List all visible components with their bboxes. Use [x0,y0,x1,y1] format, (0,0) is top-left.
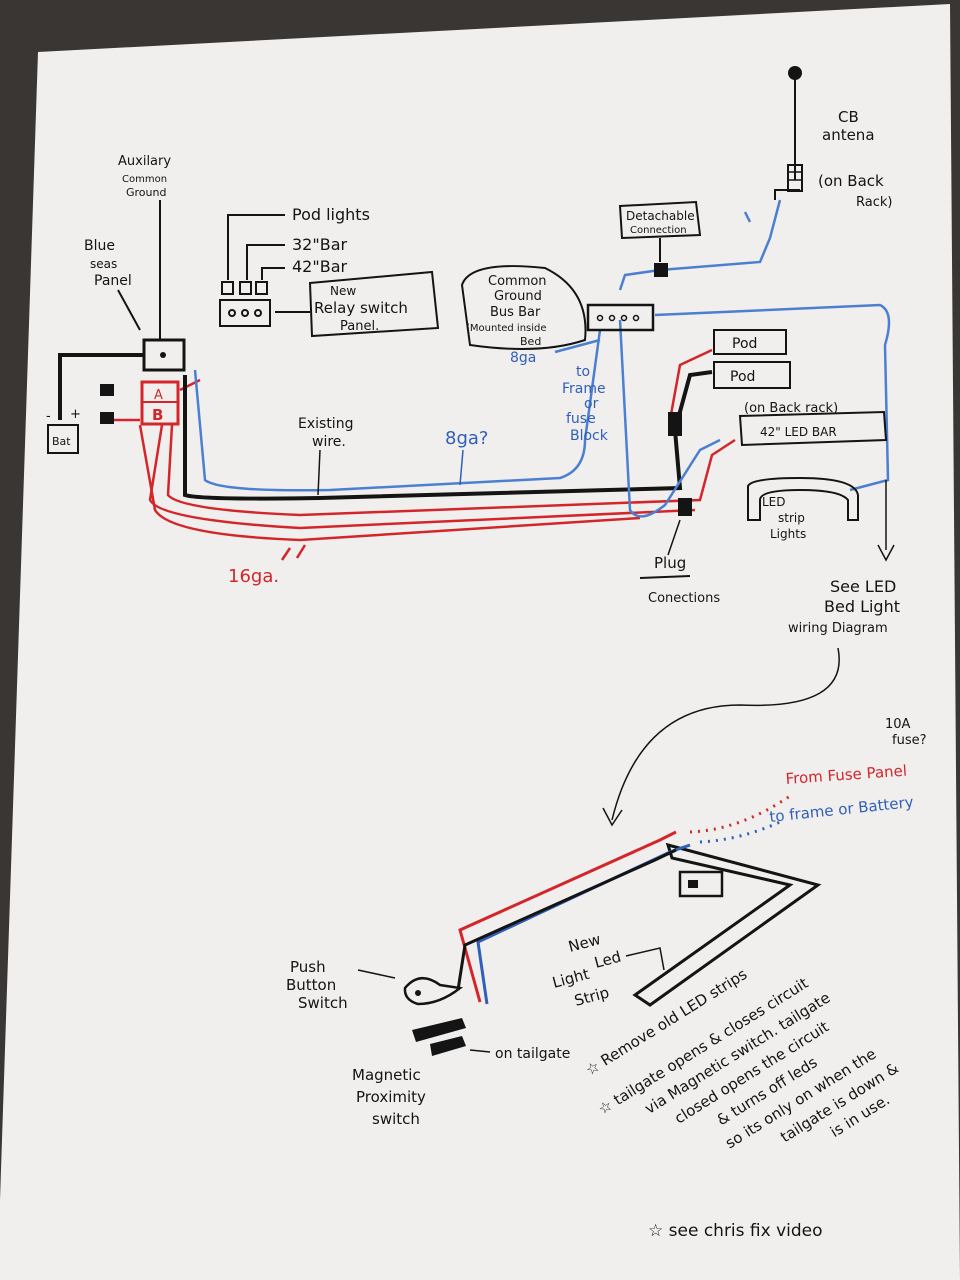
svg-text:Switch: Switch [298,994,348,1012]
svg-text:Frame: Frame [562,381,606,397]
svg-text:(Mounted inside: (Mounted inside [466,323,547,334]
svg-text:Bed Light: Bed Light [824,597,900,616]
cb-antenna-label: CB antena (on Back Rack) [818,108,892,210]
svg-text:switch: switch [372,1110,420,1128]
terminal-lower [100,412,114,424]
gauge-16ga-label: 16ga. [228,566,279,587]
existing-wire-label-2: wire. [312,434,346,450]
push-button-switch [403,977,464,1006]
red-wires [100,348,736,561]
svg-text:Proximity: Proximity [356,1088,426,1106]
detachable-connector [654,263,668,277]
battery-box [47,424,79,454]
relay-switches [219,214,310,327]
relay-panel-outline [308,270,440,338]
auxiliary-ground-label: Auxilary Common Ground [118,154,171,199]
existing-wire-label: Existing [298,416,353,432]
blue-wires [193,199,891,518]
fuse-note-2: fuse? [892,733,927,748]
svg-text:Rack): Rack) [856,195,892,210]
svg-text:antena: antena [822,126,875,144]
led-bar-outline [738,410,888,447]
bar-42-label: 42"Bar [292,257,348,276]
svg-text:Bed: Bed [520,335,541,348]
connections-label: Conections [648,591,720,606]
led-bar-label: 42" LED BAR [760,425,837,439]
paper-sheet [0,4,960,1280]
svg-text:CB: CB [838,108,859,126]
svg-text:to: to [576,364,590,380]
black-wires [58,353,713,501]
blue-seas-panel-box [142,338,186,372]
on-back-rack-label: (on Back rack) [744,401,838,416]
magnetic-label: Magnetic Proximity switch [352,1066,426,1128]
svg-text:Button: Button [286,976,336,994]
svg-text:Ground: Ground [494,289,542,304]
blue-seas-panel-label: Blue seas Panel [84,238,132,289]
bed-fixture [678,870,724,898]
panel-b-label: B [152,406,163,424]
magnetic-switch [412,1018,466,1056]
svg-text:wiring Diagram: wiring Diagram [788,621,888,636]
svg-text:Block: Block [570,428,609,444]
see-led-label: See LED Bed Light wiring Diagram [788,577,900,636]
harness-connector-upper [668,412,682,436]
svg-text:seas: seas [90,257,117,271]
svg-text:Lights: Lights [770,527,806,541]
svg-text:Ground: Ground [126,186,166,199]
svg-text:(on Back: (on Back [818,172,884,190]
svg-text:Bus Bar: Bus Bar [490,305,541,320]
push-button-label: Push Button Switch [286,958,348,1012]
plug-label: Plug [654,554,686,572]
pod-light-2 [713,361,791,389]
terminal-upper [100,384,114,396]
fuse-note-1: 10A [885,717,911,732]
svg-text:See LED: See LED [830,577,896,596]
led-strip-outline [747,476,859,521]
svg-text:Magnetic: Magnetic [352,1066,421,1084]
battery-plus: + [70,407,81,422]
pod-light-1 [713,329,787,355]
detachable-outline [618,200,702,240]
pod-1-label: Pod [732,336,757,352]
svg-text:Auxilary: Auxilary [118,154,171,169]
bed-led-strip [632,842,822,1007]
bus-8ga-label: 8ga [510,350,536,366]
svg-text:or: or [584,396,599,412]
svg-text:Panel.: Panel. [340,319,379,334]
pod-2-label: Pod [730,369,755,385]
harness-connector-lower [678,498,692,516]
bar-32-label: 32"Bar [292,235,348,254]
svg-text:Blue: Blue [84,238,115,254]
on-tailgate-label: on tailgate [495,1046,570,1062]
battery-label: Bat [52,435,71,448]
svg-text:strip: strip [778,511,805,525]
led-strip-label: LED strip Lights [762,495,806,541]
common-ground-bus-bar [586,303,655,332]
detachable-label-2: Connection [630,225,687,236]
detachable-label-1: Detachable [626,209,695,223]
svg-text:Push: Push [290,958,326,976]
svg-text:New: New [330,284,356,298]
to-frame-label: to Frame or fuse Block [562,364,609,444]
relay-panel-label: New Relay switch Panel. [314,284,408,334]
panel-a-label: A [154,388,163,403]
svg-text:fuse: fuse [566,411,596,427]
panel-stud [160,352,166,358]
common-ground-label: Common Ground Bus Bar (Mounted inside Be… [466,274,547,348]
pod-lights-label: Pod lights [292,205,370,224]
cb-antenna [774,66,803,200]
common-ground-outline [460,265,587,350]
battery-minus: - [46,409,51,424]
svg-text:LED: LED [762,495,786,509]
curved-arrow [611,647,840,821]
svg-text:Common: Common [122,174,167,185]
see-video-label: ☆ see chris fix video [648,1221,823,1241]
svg-text:Panel: Panel [94,273,132,289]
svg-text:Common: Common [488,274,547,289]
svg-text:Relay switch: Relay switch [314,299,408,317]
gauge-8ga-q-label: 8ga? [445,428,488,449]
